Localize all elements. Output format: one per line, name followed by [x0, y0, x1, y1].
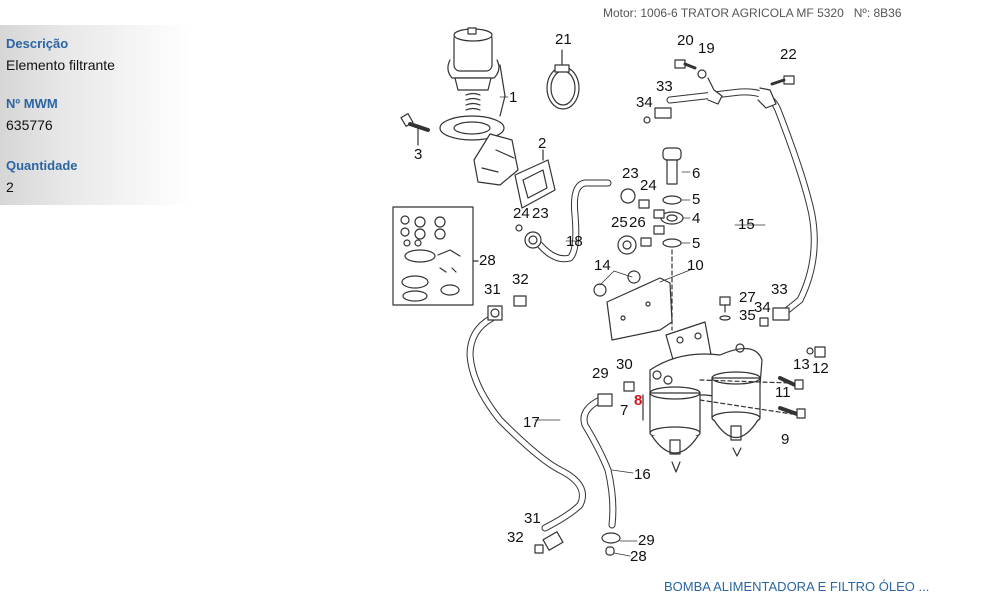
callout-25[interactable]: 25: [611, 214, 628, 231]
callout-21[interactable]: 21: [555, 31, 572, 48]
callout-24-right[interactable]: 24: [640, 177, 657, 194]
callout-28-kit[interactable]: 28: [479, 252, 496, 269]
callout-6[interactable]: 6: [692, 165, 701, 182]
callout-2[interactable]: 2: [538, 135, 547, 152]
callout-17[interactable]: 17: [523, 414, 540, 431]
callout-33-upper[interactable]: 33: [656, 78, 673, 95]
pipe-16-drawing: [580, 396, 617, 529]
callout-1[interactable]: 1: [509, 89, 518, 106]
filter-fittings-drawing: [719, 296, 790, 327]
callout-32-lower[interactable]: 32: [507, 529, 524, 546]
callout-24-left[interactable]: 24: [513, 205, 530, 222]
hose-clamp-drawing: [546, 49, 580, 110]
mwm-number-value: 635776: [6, 117, 53, 133]
callout-23-right[interactable]: 23: [622, 165, 639, 182]
callout-14[interactable]: 14: [594, 257, 611, 274]
description-value: Elemento filtrante: [6, 57, 115, 73]
callout-3[interactable]: 3: [414, 146, 423, 163]
callout-5-lower[interactable]: 5: [692, 235, 701, 252]
nut-drawing: [524, 231, 542, 249]
lift-pump-drawing: [439, 27, 519, 186]
callout-34-lower[interactable]: 34: [754, 299, 771, 316]
quantity-label: Quantidade: [6, 158, 78, 173]
callout-18[interactable]: 18: [566, 233, 583, 250]
callout-11[interactable]: 11: [775, 384, 791, 401]
callout-31-upper[interactable]: 31: [484, 281, 501, 298]
pipe-clips-drawing: [643, 59, 795, 124]
repair-kit-drawing: [392, 206, 479, 306]
engine-header: Motor: 1006-6 TRATOR AGRICOLA MF 5320 Nº…: [603, 6, 902, 20]
callout-33-lower[interactable]: 33: [771, 281, 788, 298]
callout-23-left[interactable]: 23: [532, 205, 549, 222]
callout-35[interactable]: 35: [739, 307, 756, 324]
callout-20[interactable]: 20: [677, 32, 694, 49]
twin-filter-drawing: [642, 321, 763, 473]
leader-lines: [417, 96, 766, 557]
gasket-drawing: [514, 159, 556, 209]
callout-13[interactable]: 13: [793, 356, 810, 373]
callout-28-bottom[interactable]: 28: [630, 548, 647, 565]
callout-15[interactable]: 15: [738, 216, 755, 233]
callout-8-selected[interactable]: 8: [634, 392, 643, 409]
callout-32-upper[interactable]: 32: [512, 271, 529, 288]
bolt-drawing: [400, 113, 430, 146]
callout-12[interactable]: 12: [812, 360, 829, 377]
filter-bolts-drawing: [699, 346, 826, 419]
callout-7[interactable]: 7: [620, 402, 629, 419]
description-label: Descrição: [6, 36, 69, 51]
callout-29-bottom[interactable]: 29: [638, 532, 655, 549]
callout-19[interactable]: 19: [698, 40, 715, 57]
part-info-panel: Descrição Elemento filtrante Nº MWM 6357…: [0, 25, 190, 205]
callout-29-upper[interactable]: 29: [592, 365, 609, 382]
callout-34-upper[interactable]: 34: [636, 94, 653, 111]
quantity-value: 2: [6, 179, 14, 195]
pipe-fittings-drawing: [487, 295, 635, 556]
callout-30[interactable]: 30: [616, 356, 633, 373]
callout-31-lower[interactable]: 31: [524, 510, 541, 527]
callout-16[interactable]: 16: [634, 466, 651, 483]
diagram-title-link[interactable]: BOMBA ALIMENTADORA E FILTRO ÓLEO ...: [664, 579, 930, 594]
callout-4[interactable]: 4: [692, 210, 701, 227]
callout-9[interactable]: 9: [781, 431, 790, 448]
callout-22[interactable]: 22: [780, 46, 797, 63]
mwm-number-label: Nº MWM: [6, 96, 58, 111]
bracket-drawing: [593, 270, 673, 341]
callout-27[interactable]: 27: [739, 289, 756, 306]
callout-26[interactable]: 26: [629, 214, 646, 231]
callout-5-upper[interactable]: 5: [692, 191, 701, 208]
callout-10[interactable]: 10: [687, 257, 704, 274]
